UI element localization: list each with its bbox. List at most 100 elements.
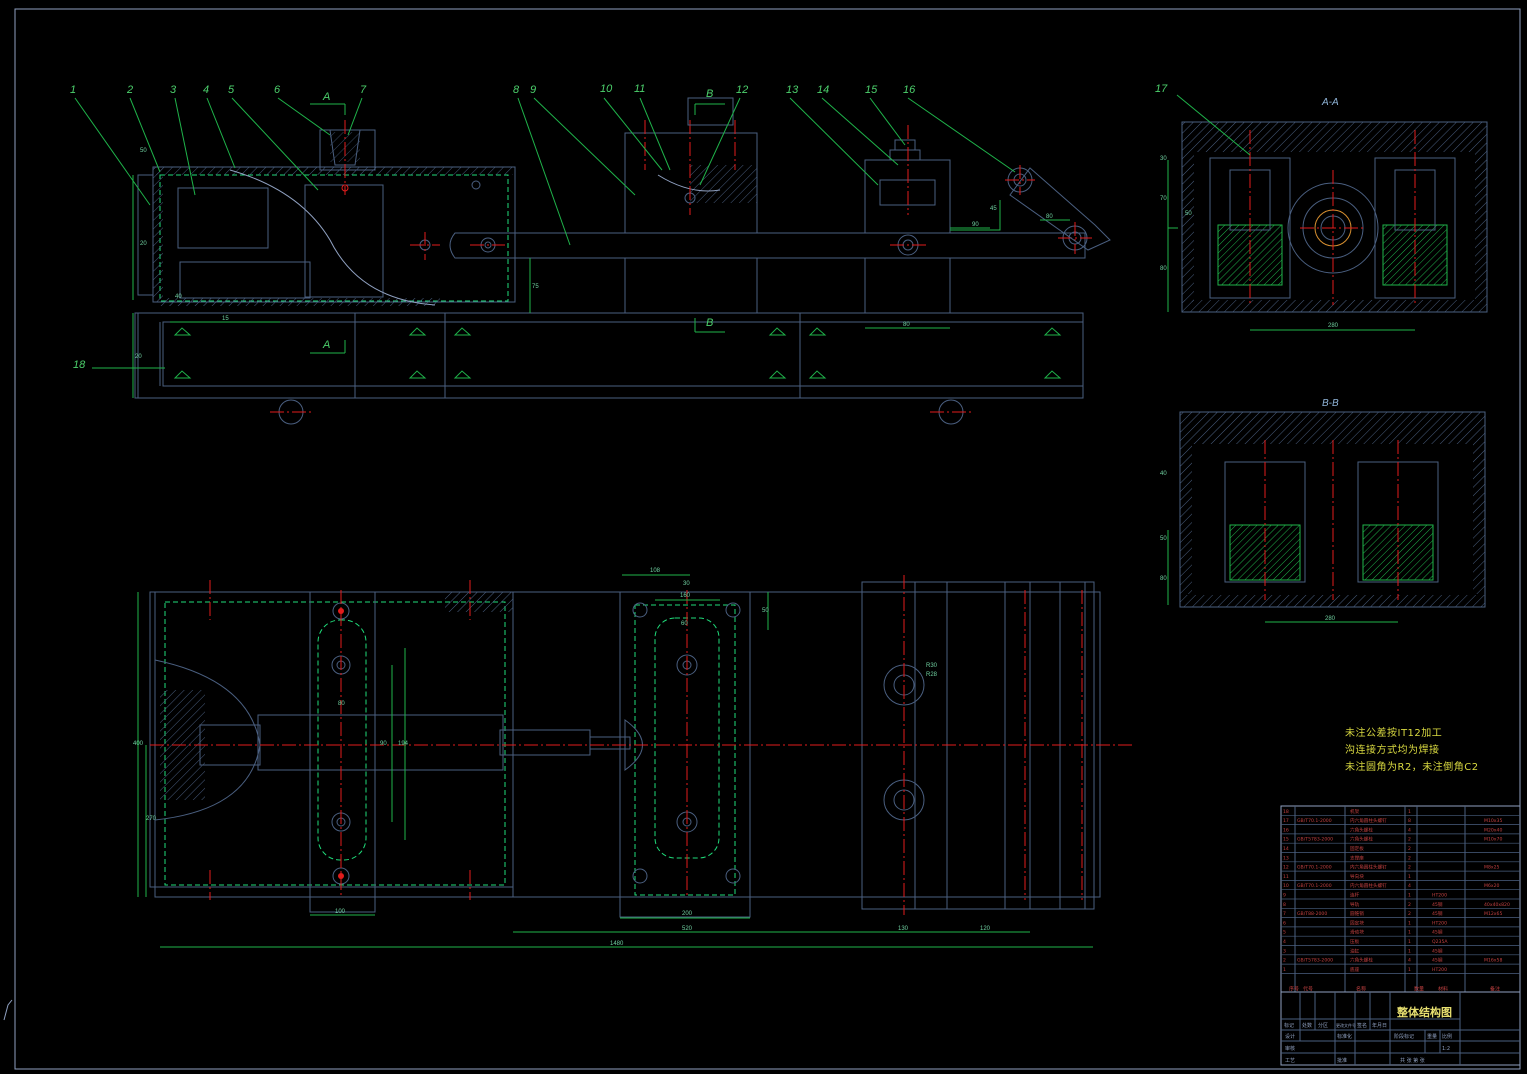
drawing-title: 整体结构图 [1396,1005,1452,1019]
part-number-7: 7 [360,84,367,96]
bom-cell-no: 5 [1283,930,1286,936]
bom-cell-name: 固定板 [1350,845,1364,852]
dim-text: 30 [683,581,690,587]
dim-text: R28 [926,672,938,678]
tb-design: 设计 [1285,1033,1295,1040]
dim-text: 60 [681,621,688,627]
bom-cell-name: 机架 [1350,808,1360,815]
part-number-16: 16 [903,84,916,96]
bom-cell-qty: 1 [1408,948,1411,954]
bom-cell-remark: M20x40 [1484,827,1502,833]
bom-cell-name: 六角头螺栓 [1350,957,1373,964]
bom-cell-qty: 4 [1408,958,1411,964]
tb-scale: 比例 [1442,1033,1452,1040]
bom-cell-remark: M10x70 [1484,837,1502,843]
bom-cell-no: 8 [1283,902,1286,908]
part-number-15: 15 [865,84,878,96]
note-fillet: 未注圆角为R2，未注倒角C2 [1345,762,1479,773]
corner-mark [3,999,13,1021]
plan-view: 108 30 160 50 60 80 90 194 100 520 200 1… [133,568,1135,948]
bom-cell-no: 13 [1283,855,1289,861]
bom-cell-no: 12 [1283,865,1289,871]
tb-label-change: 更改文件号 [1336,1022,1356,1028]
bom-cell-qty: 8 [1408,818,1411,824]
dim-text: 130 [898,926,909,932]
dim-text: 70 [1160,196,1167,202]
bom-cell-name: 内六角圆柱头螺钉 [1350,882,1387,889]
bom-cell-code: GB/T5783-2000 [1297,958,1333,964]
front-view: 1 2 3 4 5 6 7 8 9 10 11 12 13 14 15 16 1… [70,83,1168,425]
part-number-2: 2 [126,84,133,96]
bom-cell-no: 4 [1283,939,1286,945]
part-number-17: 17 [1155,83,1168,95]
tb-standard: 标准化 [1337,1033,1352,1040]
bom-cell-qty: 1 [1408,874,1411,880]
bom-cell-name: 内六角圆柱头螺钉 [1350,864,1387,871]
part-number-18: 18 [73,359,86,371]
section-view-bb: B-B 40 50 80 280 [1160,398,1486,623]
bom-cell-remark: M10x35 [1484,818,1502,824]
bom-cell-no: 14 [1283,846,1289,852]
tb-process: 工艺 [1285,1058,1295,1064]
tb-weight: 重量 [1427,1033,1437,1040]
dim-text: 80 [1160,266,1167,272]
bom-cell-name: 底座 [1350,966,1360,973]
bom-cell-no: 7 [1283,911,1286,917]
bom-cell-no: 1 [1283,967,1286,973]
bom-cell-remark: M6x20 [1484,883,1500,889]
dim-text: 108 [650,568,661,574]
bom-cell-qty: 2 [1408,902,1411,908]
tb-label-count: 处数 [1302,1022,1312,1029]
bom-cell-code: GB/T70.1-2000 [1297,818,1332,824]
part-number-13: 13 [786,84,799,96]
bom-cell-material: Q235A [1432,939,1448,945]
part-number-14: 14 [817,84,829,96]
bom-cell-material: 45钢 [1432,910,1443,917]
bom-cell-remark: M16x58 [1484,958,1502,964]
part-number-9: 9 [530,84,536,96]
dim-text: 160 [680,593,691,599]
dim-text: 80 [338,701,345,707]
bom-header-no: 序号 [1289,986,1299,993]
tb-audit: 审核 [1285,1045,1295,1052]
bom-cell-code: GB/T5783-2000 [1297,837,1333,843]
part-number-12: 12 [736,84,748,96]
bom-cell-material: 45钢 [1432,901,1443,908]
dim-text: 280 [1325,616,1336,622]
view-title-bb: B-B [1322,398,1339,409]
note-tolerance: 未注公差按IT12加工 [1345,728,1443,739]
dim-text: 80 [1046,214,1053,220]
bom-cell-no: 17 [1283,818,1289,824]
bom-cell-name: 导轨 [1350,901,1360,908]
dim-text: R30 [926,663,938,669]
bom-cell-name: 固定块 [1350,919,1364,926]
section-label-a-bottom: A [322,339,330,351]
bom-cell-name: 支撑座 [1350,854,1364,861]
bom-cell-qty: 2 [1408,855,1411,861]
dim-text: 20 [140,241,147,247]
bom-cell-name: 导向块 [1350,873,1364,880]
bom-cell-remark: M8x25 [1484,865,1500,871]
dim-text: 120 [980,926,991,932]
dim-text: 90 [972,222,979,228]
bom-cell-name: 连杆 [1350,892,1360,899]
bom-cell-no: 15 [1283,837,1289,843]
bom-cell-material: HT200 [1432,967,1447,973]
bom-cell-code: GB/T70.1-2000 [1297,883,1332,889]
section-label-b-bottom: B [706,317,713,329]
bom-cell-no: 16 [1283,827,1289,833]
dim-text: 50 [762,608,769,614]
bom-header-material: 材料 [1438,986,1448,993]
bom-cell-material: 45钢 [1432,947,1443,954]
bom-cell-qty: 2 [1408,865,1411,871]
bom-cell-material: HT200 [1432,920,1447,926]
bom-cell-qty: 1 [1408,893,1411,899]
sheet-border [14,8,1521,1070]
dim-text: 75 [532,284,539,290]
bom-cell-code: GB/T88-2000 [1297,911,1327,917]
bom-cell-name: 油缸 [1350,947,1360,954]
bom-cell-no: 10 [1283,883,1289,889]
section-label-b-top: B [706,88,713,100]
part-number-8: 8 [513,84,520,96]
dim-text: 520 [682,926,693,932]
